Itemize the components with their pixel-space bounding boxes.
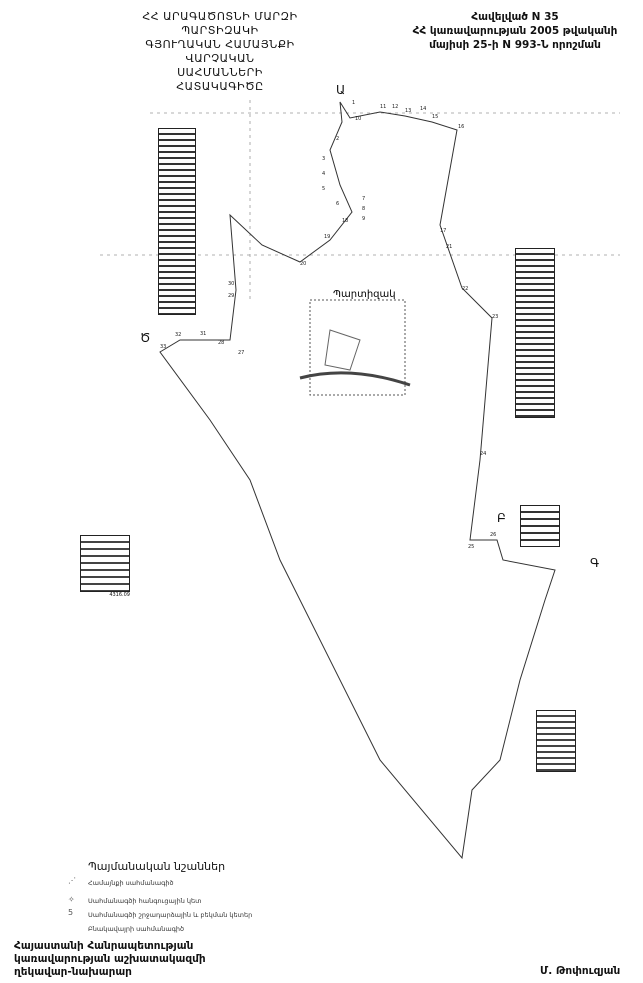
boundary-point-label: 4 [322,171,325,177]
title-line: ՍԱՀՄԱՆՆԵՐԻ ՀԱՏԱԿԱԳԻԾԸ [176,66,264,93]
corner-label-a: Ա [336,83,345,97]
legend-item: Սահմանագծի շրջադարձային և բեկման կետեր [88,911,253,919]
position-line: Հայաստանի Հանրապետության [14,940,194,952]
boundary-point-label: 3 [322,156,325,162]
area-total: 4316.09 [109,592,130,598]
boundary-point-label: 22 [462,286,468,292]
boundary-point-label: 11 [380,104,386,110]
annex-line: Հավելված N 35 [471,11,559,23]
boundary-point-label: 31 [200,331,206,337]
legend-item: Համայնքի սահմանագիծ [88,879,174,887]
node-point-icon: ✧ [68,895,75,904]
boundary-point-label: 25 [468,544,474,550]
table-body [80,535,130,592]
boundary-point-label: 19 [324,234,330,240]
boundary-point-label: 5 [322,186,325,192]
table-body [520,505,560,547]
boundary-point-label: 24 [480,451,486,457]
title-line: ԳՅՈՒՂԱԿԱՆ ՀԱՄԱՅՆՔԻ ՎԱՐՉԱԿԱՆ [145,38,295,65]
coordinates-table-right [515,248,555,418]
boundary-point-label: 18 [342,218,348,224]
boundary-point-label: 27 [238,350,244,356]
boundary-point-label: 16 [458,124,464,130]
boundary-point-label: 28 [218,340,224,346]
annex-reference: Հավելված N 35 ՀՀ կառավարության 2005 թվակ… [395,10,635,52]
table-body [158,128,196,315]
corner-label-b: Բ [497,511,506,525]
boundary-point-label: 29 [228,293,234,299]
signatory-position: Հայաստանի Հանրապետության կառավարության ա… [14,940,206,979]
boundary-point-label: 2 [336,136,339,142]
corner-label-ts: Ծ [140,331,150,345]
boundary-point-label: 8 [362,206,365,212]
turning-point-symbol: 5 [68,908,74,917]
coordinates-table-b [520,505,560,547]
position-line: ղեկավար-նախարար [14,966,132,978]
settlement-boundary [309,299,406,396]
boundary-point-label: 17 [440,228,446,234]
boundary-point-label: 21 [446,244,452,250]
settlement-hatch [299,371,411,387]
legend-item: Սահմանագծի հանգուցային կետ [88,897,202,905]
table-body [536,710,576,772]
legend-item: Բնակավայրի սահմանագիծ [88,925,185,933]
boundary-point-label: 30 [228,281,234,287]
boundary-point-label: 7 [362,196,365,202]
boundary-point-label: 13 [405,108,411,114]
settlement-label: Պարտիզակ [333,289,396,300]
boundary-line-symbol: ⋰ [68,876,76,885]
community-boundary [159,101,556,860]
position-line: կառավարության աշխատակազմի [14,953,206,965]
annex-line: մայիսի 25-ի N 993-Ն որոշման [429,39,601,51]
boundary-point-label: 14 [420,106,426,112]
table-body [515,248,555,418]
boundary-point-label: 15 [432,114,438,120]
legend-title: Պայմանական նշաններ [88,860,226,873]
boundary-point-label: 1 [352,100,355,106]
boundary-point-label: 33 [160,344,166,350]
boundary-point-label: 26 [490,532,496,538]
boundary-point-label: 12 [392,104,398,110]
boundary-point-label: 6 [336,201,339,207]
settlement-shape [324,329,361,371]
settlement-area [299,299,411,396]
annex-line: ՀՀ կառավարության 2005 թվականի [412,25,618,37]
boundary-point-label: 20 [300,261,306,267]
coordinates-table-bottom [536,710,576,772]
boundary-point-label: 10 [355,116,361,122]
map-title: ՀՀ ԱՐԱԳԱԾՈՏՆԻ ՄԱՐԶԻ ՊԱՐՏԻԶԱԿԻ ԳՅՈՒՂԱԿԱՆ … [140,10,300,94]
boundary-point-label: 32 [175,332,181,338]
area-table: 4316.09 [80,535,130,598]
boundary-point-label: 23 [492,314,498,320]
title-line: ՀՀ ԱՐԱԳԱԾՈՏՆԻ ՄԱՐԶԻ ՊԱՐՏԻԶԱԿԻ [142,10,298,37]
boundary-point-label: 9 [362,216,365,222]
coordinates-table-left [158,128,196,315]
signatory-name: Մ. Թոփուզյան [540,965,621,977]
corner-label-g: Գ [590,556,599,570]
